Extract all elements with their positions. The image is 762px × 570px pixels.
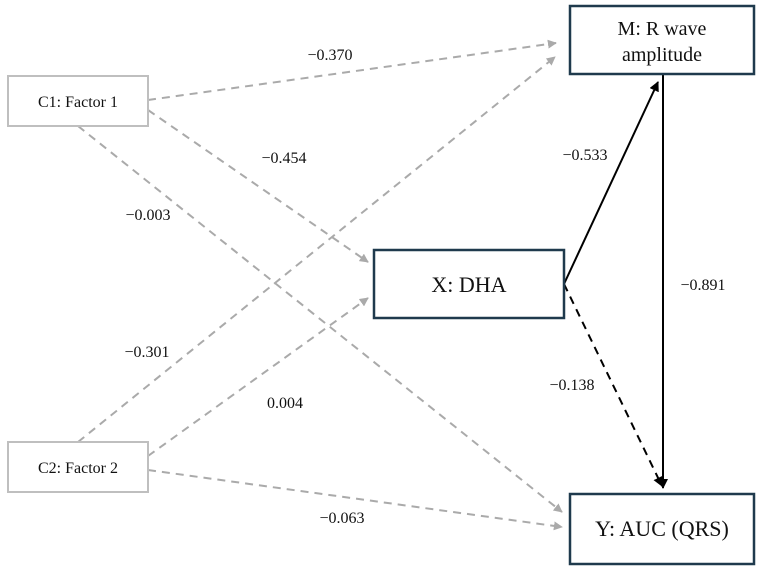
- path-x-to-y: [563, 283, 663, 487]
- node-x-label: X: DHA: [431, 272, 506, 297]
- node-c2-label: C2: Factor 2: [38, 460, 118, 477]
- node-y: Y: AUC (QRS): [568, 492, 756, 566]
- node-m-label-line1: M: R wave: [618, 18, 707, 40]
- coef-x-y: −0.138: [549, 377, 594, 394]
- coef-c1-m: −0.370: [307, 47, 352, 64]
- coef-c2-m: −0.301: [124, 344, 169, 361]
- node-m: M: R wave amplitude: [568, 4, 756, 76]
- coef-c2-x: 0.004: [267, 395, 303, 412]
- coef-c1-y: −0.003: [125, 207, 170, 224]
- node-c1: C1: Factor 1: [7, 75, 149, 127]
- path-x-to-m: [563, 81, 659, 285]
- node-c1-label: C1: Factor 1: [38, 94, 118, 111]
- coef-m-y: −0.891: [680, 277, 725, 294]
- path-c1-to-m: [147, 39, 557, 101]
- coef-c2-y: −0.063: [319, 510, 364, 527]
- path-c1-to-x: [147, 109, 369, 263]
- path-c1-to-y: [77, 125, 563, 513]
- path-c2-to-m: [77, 56, 556, 443]
- node-y-label: Y: AUC (QRS): [595, 516, 729, 541]
- node-x: X: DHA: [372, 248, 566, 320]
- coef-x-m: −0.533: [562, 147, 607, 164]
- node-m-label-line2: amplitude: [622, 44, 702, 66]
- coef-c1-x: −0.454: [261, 150, 306, 167]
- node-c2: C2: Factor 2: [7, 441, 149, 493]
- path-c2-to-x: [147, 297, 369, 457]
